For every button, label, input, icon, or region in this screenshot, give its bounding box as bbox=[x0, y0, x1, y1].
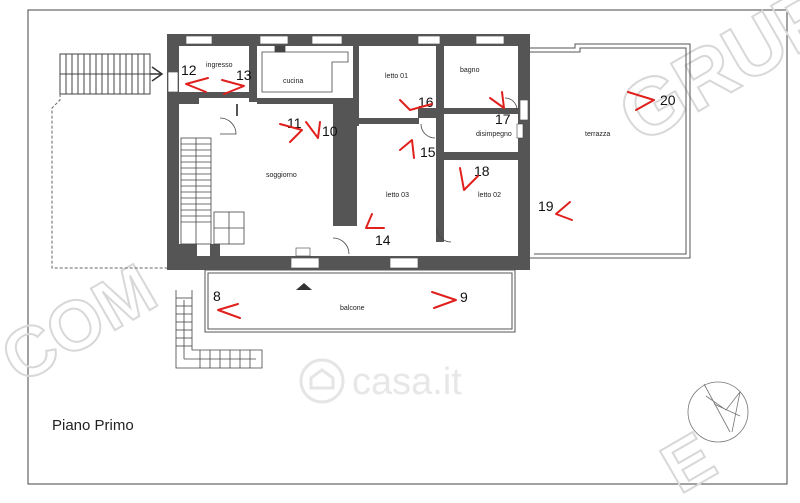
room-label-letto03: letto 03 bbox=[386, 192, 409, 199]
entrance-arrow-icon bbox=[150, 66, 164, 82]
direction-arrow-13 bbox=[221, 79, 245, 95]
room-label-balcone: balcone bbox=[340, 305, 365, 312]
room-label-bagno: bagno bbox=[460, 67, 480, 74]
photo-marker-13: 13 bbox=[236, 67, 252, 83]
lower-staircase bbox=[175, 290, 263, 369]
direction-arrow-17 bbox=[489, 91, 505, 109]
north-arrow-icon bbox=[687, 381, 749, 443]
kitchen-counter bbox=[261, 45, 349, 93]
direction-arrow-15 bbox=[399, 139, 415, 159]
direction-arrow-11 bbox=[279, 123, 303, 143]
photo-marker-15: 15 bbox=[420, 144, 436, 160]
direction-arrow-12 bbox=[185, 77, 209, 93]
window-openings bbox=[167, 35, 529, 269]
photo-marker-14: 14 bbox=[375, 232, 391, 248]
watermark-fragment-com: COM bbox=[0, 249, 169, 398]
house-logo-icon bbox=[299, 358, 345, 404]
room-label-letto01: letto 01 bbox=[385, 73, 408, 80]
room-label-disimpegno: disimpegno bbox=[476, 131, 512, 138]
direction-arrow-20 bbox=[627, 91, 655, 111]
plan-title: Piano Primo bbox=[52, 417, 134, 434]
photo-marker-9: 9 bbox=[460, 289, 468, 305]
interior-walls bbox=[179, 46, 518, 256]
photo-marker-8: 8 bbox=[213, 288, 221, 304]
direction-arrow-10 bbox=[305, 121, 321, 139]
terrace-outline bbox=[530, 43, 691, 259]
room-label-soggiorno: soggiorno bbox=[266, 172, 297, 179]
watermark-fragment-grup: GRUP bbox=[604, 0, 800, 160]
dashed-landing bbox=[51, 94, 170, 269]
room-label-ingresso: ingresso bbox=[206, 62, 233, 69]
room-label-letto02: letto 02 bbox=[478, 192, 501, 199]
photo-marker-18: 18 bbox=[474, 163, 490, 179]
watermark-fragment-e: E bbox=[649, 417, 728, 498]
photo-marker-20: 20 bbox=[660, 92, 676, 108]
direction-arrow-18 bbox=[459, 167, 479, 191]
room-label-cucina: cucina bbox=[283, 78, 303, 85]
direction-arrow-14 bbox=[365, 213, 385, 229]
direction-arrow-16 bbox=[399, 99, 433, 111]
exterior-walls bbox=[167, 34, 530, 270]
door-marks bbox=[295, 123, 524, 257]
page-frame bbox=[27, 9, 788, 485]
interior-staircase bbox=[180, 137, 245, 245]
balcony-arrow-icon bbox=[296, 283, 312, 290]
brand-watermark: casa.it bbox=[299, 358, 462, 404]
room-label-terrazza: terrazza bbox=[585, 131, 610, 138]
left-staircase bbox=[59, 53, 151, 95]
photo-marker-17: 17 bbox=[495, 111, 511, 127]
direction-arrow-19 bbox=[555, 201, 573, 221]
photo-marker-10: 10 bbox=[322, 123, 338, 139]
direction-arrow-8 bbox=[217, 303, 241, 319]
brand-watermark-text: casa.it bbox=[352, 361, 462, 403]
door-swings bbox=[219, 97, 518, 255]
direction-arrow-9 bbox=[431, 291, 457, 309]
balcony bbox=[204, 269, 516, 333]
photo-direction-arrows bbox=[185, 77, 655, 319]
photo-marker-12: 12 bbox=[181, 62, 197, 78]
photo-marker-19: 19 bbox=[538, 198, 554, 214]
